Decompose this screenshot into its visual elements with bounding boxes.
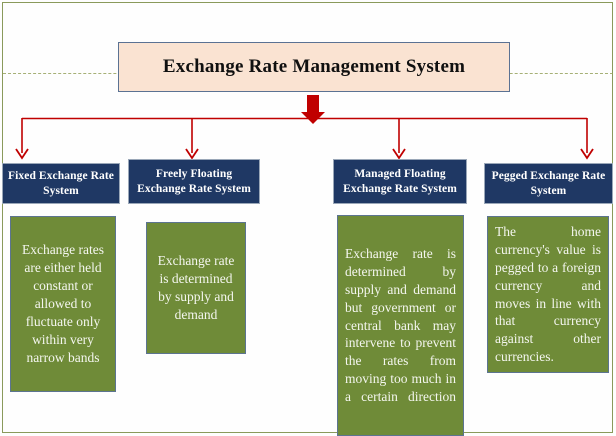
diagram-title: Exchange Rate Management System <box>162 55 466 77</box>
main-down-arrow <box>301 95 325 124</box>
branch-body-freely-floating-exchange-rate-system: Exchange rate is determined by supply an… <box>146 222 246 354</box>
diagram-title-box: Exchange Rate Management System <box>118 42 510 92</box>
branch-body-fixed-exchange-rate-system: Exchange rates are either held constant … <box>10 216 116 392</box>
branch-header-managed-floating-exchange-rate-system[interactable]: Managed Floating Exchange Rate System <box>333 159 467 204</box>
branch-header-fixed-exchange-rate-system[interactable]: Fixed Exchange Rate System <box>2 163 120 204</box>
branch-header-label: Fixed Exchange Rate System <box>7 170 115 197</box>
connector-drop-1 <box>15 118 29 160</box>
branch-body-text: Exchange rate is determined by supply an… <box>157 253 235 322</box>
connector-drop-3 <box>392 118 406 160</box>
branch-header-freely-floating-exchange-rate-system[interactable]: Freely Floating Exchange Rate System <box>128 159 260 204</box>
branch-header-pegged-exchange-rate-system[interactable]: Pegged Exchange Rate System <box>484 163 613 204</box>
branch-body-pegged-exchange-rate-system: The home currency's value is pegged to a… <box>487 216 609 373</box>
branch-body-text: The home currency's value is pegged to a… <box>495 223 601 365</box>
branch-body-text: Exchange rates are either held constant … <box>21 242 105 365</box>
branch-body-text: Exchange rate is determined by supply an… <box>345 245 456 405</box>
branch-header-label: Pegged Exchange Rate System <box>491 170 606 197</box>
connector-drop-2 <box>185 118 199 160</box>
branch-header-label: Freely Floating Exchange Rate System <box>137 168 251 195</box>
branch-header-label: Managed Floating Exchange Rate System <box>343 168 457 195</box>
connector-drop-4 <box>580 118 594 160</box>
branch-body-managed-floating-exchange-rate-system: Exchange rate is determined by supply an… <box>337 215 464 436</box>
